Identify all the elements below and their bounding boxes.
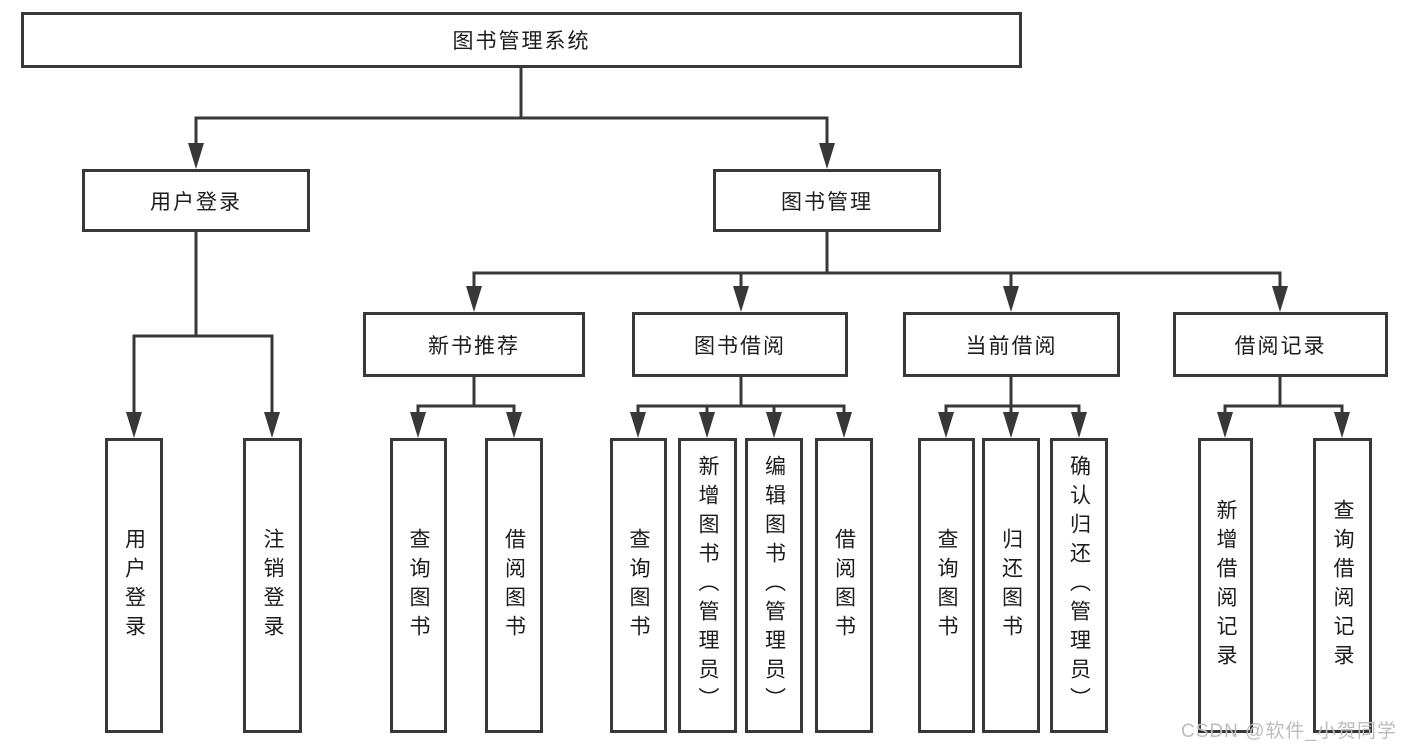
node-root-label: 图书管理系统 bbox=[452, 30, 591, 53]
node-root: 图书管理系统 bbox=[21, 12, 1022, 68]
leaf-bb-query-books-label: 查询图书 bbox=[627, 527, 650, 644]
node-current-borrowing: 当前借阅 bbox=[903, 312, 1120, 377]
leaf-br-query-record: 查询借阅记录 bbox=[1313, 438, 1372, 733]
leaf-cb-confirm-return-admin-label: 确认归还（管理员） bbox=[1067, 455, 1091, 716]
leaf-br-add-record: 新增借阅记录 bbox=[1198, 438, 1253, 733]
node-borrowing-records-label: 借阅记录 bbox=[1234, 334, 1327, 358]
node-book-management: 图书管理 bbox=[713, 169, 941, 232]
leaf-bb-add-books-admin: 新增图书（管理员） bbox=[678, 438, 737, 733]
leaf-cb-return-books: 归还图书 bbox=[982, 438, 1040, 733]
leaf-cb-query-books: 查询图书 bbox=[918, 438, 975, 733]
node-current-borrowing-label: 当前借阅 bbox=[965, 334, 1058, 358]
csdn-watermark: CSDN @软件_小贺同学 bbox=[1181, 721, 1397, 742]
leaf-bb-add-books-admin-label: 新增图书（管理员） bbox=[696, 455, 719, 716]
leaf-bb-borrow-books-label: 借阅图书 bbox=[832, 527, 856, 644]
leaf-user-login-label: 用户登录 bbox=[122, 527, 146, 644]
node-user-login: 用户登录 bbox=[82, 169, 310, 232]
leaf-cb-query-books-label: 查询图书 bbox=[935, 527, 958, 644]
node-new-book-recommend: 新书推荐 bbox=[363, 312, 585, 377]
leaf-logout-label: 注销登录 bbox=[261, 527, 284, 644]
leaf-bb-edit-books-admin: 编辑图书（管理员） bbox=[745, 438, 803, 733]
leaf-cb-confirm-return-admin: 确认归还（管理员） bbox=[1050, 438, 1108, 733]
leaf-bb-query-books: 查询图书 bbox=[610, 438, 667, 733]
node-book-borrowing: 图书借阅 bbox=[632, 312, 848, 377]
node-user-login-label: 用户登录 bbox=[150, 190, 242, 214]
node-new-book-recommend-label: 新书推荐 bbox=[428, 334, 520, 358]
leaf-cb-return-books-label: 归还图书 bbox=[999, 527, 1023, 644]
leaf-nbr-query-books-label: 查询图书 bbox=[407, 527, 430, 644]
leaf-nbr-query-books: 查询图书 bbox=[390, 438, 447, 733]
leaf-user-login: 用户登录 bbox=[105, 438, 163, 733]
node-book-borrowing-label: 图书借阅 bbox=[694, 334, 786, 358]
leaf-nbr-borrow-books: 借阅图书 bbox=[485, 438, 543, 733]
leaf-bb-borrow-books: 借阅图书 bbox=[815, 438, 873, 733]
leaf-nbr-borrow-books-label: 借阅图书 bbox=[502, 527, 526, 644]
leaf-bb-edit-books-admin-label: 编辑图书（管理员） bbox=[762, 455, 786, 716]
leaf-br-add-record-label: 新增借阅记录 bbox=[1214, 498, 1237, 673]
node-borrowing-records: 借阅记录 bbox=[1173, 312, 1388, 377]
leaf-logout: 注销登录 bbox=[243, 438, 302, 733]
leaf-br-query-record-label: 查询借阅记录 bbox=[1331, 498, 1354, 673]
node-book-management-label: 图书管理 bbox=[781, 190, 873, 214]
